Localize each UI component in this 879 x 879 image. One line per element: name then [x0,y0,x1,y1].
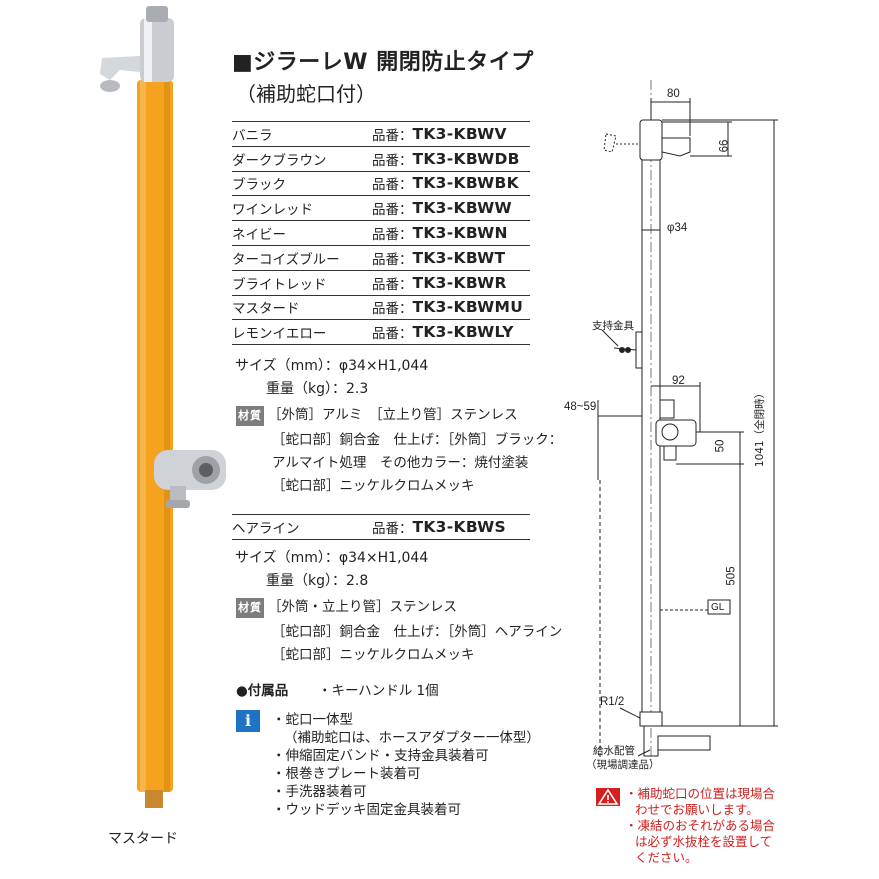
warning-line: ・凍結のおそれがある場合 [625,818,776,833]
product-code: TK3-KBWS [412,514,530,540]
color-name: マスタード [232,295,372,321]
weight-spec: 重量（kg）：2.3 [266,381,369,397]
accessory-item: ・キーハンドル 1個 [318,683,439,699]
product-title: ■ジラーレW 開閉防止タイプ [232,50,534,75]
code-label: 品番： [372,514,413,540]
dim-1041: 1041（全閉時） [754,387,767,468]
product-code: TK3-KBWDB [412,146,530,172]
table-row: ダークブラウン品番：TK3-KBWDB [232,146,530,172]
table-row: レモンイエロー品番：TK3-KBWLY [232,319,530,346]
feature-list: ・蛇口一体型 （補助蛇口は、ホースアダプター一体型） ・伸縮固定バンド・支持金具… [272,711,540,819]
feature-item: ・蛇口一体型 [272,712,353,728]
table-row: マスタード品番：TK3-KBWMU [232,295,530,321]
material-badge: 材質 [236,598,264,618]
material-line: ［外筒・立上り管］ステンレス [268,599,457,615]
code-label: 品番： [372,245,413,271]
dim-48-59: 48~59 [564,401,597,413]
product-code: TK3-KBWMU [412,295,530,321]
material-line: アルマイト処理 その他カラー：焼付塗装 [272,455,529,471]
material-badge: 材質 [236,406,264,426]
support-bracket-label: 支持金具 [592,320,634,332]
material-block: 材質［外筒・立上り管］ステンレス ［蛇口部］銅合金 仕上げ：［外筒］ヘアライン … [236,598,562,664]
supply-pipe-label: 給水配管 [593,745,635,757]
table-row: ブライトレッド品番：TK3-KBWR [232,270,530,296]
product-code: TK3-KBWR [412,270,530,296]
color-name: ワインレッド [232,195,372,222]
product-photo [100,6,226,808]
product-code: TK3-KBWBK [412,171,530,197]
color-name: ブライトレッド [232,270,372,296]
info-icon: i [236,710,260,732]
product-code: TK3-KBWV [412,121,530,147]
accessory-label: ●付属品 [236,683,289,699]
product-code: TK3-KBWN [412,220,530,246]
product-code: TK3-KBWLY [412,319,530,346]
table-row: ワインレッド品番：TK3-KBWW [232,195,530,222]
table-row: ネイビー品番：TK3-KBWN [232,220,530,246]
color-name: ネイビー [232,220,372,246]
dimension-drawing [597,80,778,760]
dim-92: 92 [672,375,685,387]
warning-line: わせでお願いします。 [635,802,759,817]
hairline-table: ヘアライン 品番： TK3-KBWS [232,514,530,540]
color-name: バニラ [232,121,372,147]
table-row: ブラック品番：TK3-KBWBK [232,171,530,197]
auxiliary-faucet [154,450,226,508]
material-line: ［蛇口部］銅合金 仕上げ：［外筒］ブラック： [272,432,563,448]
feature-item: ・伸縮固定バンド・支持金具装着可 [272,748,489,764]
size-spec: サイズ（mm）：φ34×H1,044 [235,358,429,374]
warning-icon [596,788,620,806]
material-block: 材質［外筒］アルミ ［立上り管］ステンレス ［蛇口部］銅合金 仕上げ：［外筒］ブ… [236,406,562,495]
code-label: 品番： [372,220,413,246]
warning-line: ください。 [635,850,698,865]
color-name: ダークブラウン [232,146,372,172]
code-label: 品番： [372,295,413,321]
size-spec: サイズ（mm）：φ34×H1,044 [235,550,429,566]
table-row: ヘアライン 品番： TK3-KBWS [232,514,530,540]
dim-505: 505 [725,566,738,586]
code-label: 品番： [372,121,413,147]
feature-item: ・根巻きプレート装着可 [272,766,421,782]
material-line: ［外筒］アルミ ［立上り管］ステンレス [268,407,518,423]
product-subtitle: （補助蛇口付） [236,82,376,106]
color-name: ヘアライン [232,514,372,540]
code-label: 品番： [372,270,413,296]
code-label: 品番： [372,195,413,222]
dim-80: 80 [667,88,680,100]
weight-spec: 重量（kg）：2.8 [266,573,369,589]
warning-notes: ・補助蛇口の位置は現場合 わせでお願いします。 ・凍結のおそれがある場合 は必ず… [625,786,775,866]
warning-line: は必ず水抜栓を設置して [635,834,773,849]
material-line: ［蛇口部］ニッケルクロムメッキ [272,478,475,494]
material-line: ［蛇口部］ニッケルクロムメッキ [272,647,475,663]
color-name: レモンイエロー [232,319,372,346]
feature-item: ・手洗器装着可 [272,784,367,800]
code-label: 品番： [372,146,413,172]
dim-phi34: φ34 [667,222,688,234]
product-caption: マスタード [108,831,178,847]
code-label: 品番： [372,171,413,197]
product-code: TK3-KBWT [412,245,530,271]
color-name: ターコイズブルー [232,245,372,271]
table-row: ターコイズブルー品番：TK3-KBWT [232,245,530,271]
dim-66: 66 [718,139,731,153]
color-name: ブラック [232,171,372,197]
r12-label: R1/2 [600,696,625,708]
dim-50: 50 [714,439,727,453]
warning-line: ・補助蛇口の位置は現場合 [625,786,776,801]
product-code: TK3-KBWW [412,195,530,222]
code-label: 品番： [372,319,413,346]
feature-item: ・ウッドデッキ固定金具装着可 [272,802,461,818]
gl-label: GL [711,602,725,613]
material-line: ［蛇口部］銅合金 仕上げ：［外筒］ヘアライン [272,624,563,640]
feature-item: （補助蛇口は、ホースアダプター一体型） [284,730,540,746]
table-row: バニラ品番：TK3-KBWV [232,121,530,147]
pipe-bottom-thread [145,790,163,808]
supply-pipe-note: （現場調達品） [586,759,660,771]
